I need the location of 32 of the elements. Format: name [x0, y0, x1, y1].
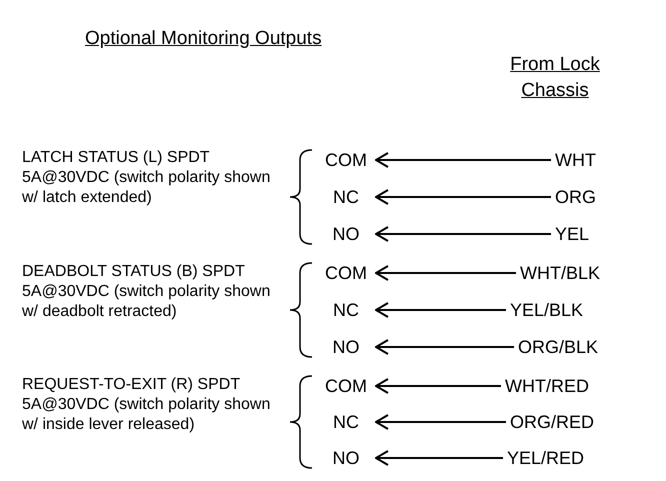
wire-color-label: YEL	[555, 223, 590, 245]
terminal-label: COM	[322, 375, 370, 397]
arrow	[375, 450, 503, 466]
wire-color-label: ORG	[555, 186, 596, 208]
column-heading: From Lock Chassis	[509, 53, 601, 103]
column-heading: Optional Monitoring Outputs	[85, 28, 322, 50]
terminal-label: NO	[322, 223, 370, 245]
arrow	[375, 265, 516, 281]
switch-description: LATCH STATUS (L) SPDT 5A@30VDC (switch polarity shown w/ latch extended)	[22, 148, 272, 208]
switch-description: REQUEST-TO-EXIT (R) SPDT 5A@30VDC (switch polarity shown w/ inside lever released)	[22, 375, 272, 435]
arrow	[375, 339, 514, 355]
terminal-label: NO	[322, 336, 370, 358]
terminal-label: NC	[322, 411, 370, 433]
terminal-label: COM	[322, 262, 370, 284]
terminal-label: NO	[322, 447, 370, 469]
arrow	[375, 414, 506, 430]
arrow	[375, 189, 551, 205]
arrow	[375, 226, 551, 242]
switch-description: DEADBOLT STATUS (B) SPDT 5A@30VDC (switch polarity shown w/ deadbolt retracted)	[22, 262, 272, 322]
wire-color-label: ORG/RED	[510, 411, 594, 433]
wire-color-label: WHT/BLK	[520, 262, 600, 284]
terminal-label: NC	[322, 186, 370, 208]
arrow	[375, 302, 506, 318]
terminal-label: COM	[322, 149, 370, 171]
wire-color-label: YEL/BLK	[510, 299, 584, 321]
terminal-label: NC	[322, 299, 370, 321]
arrow	[375, 378, 501, 394]
wire-color-label: ORG/BLK	[518, 336, 598, 358]
wire-color-label: WHT	[555, 149, 596, 171]
wire-color-label: WHT/RED	[505, 375, 589, 397]
arrow	[375, 152, 551, 168]
wire-color-label: YEL/RED	[507, 447, 584, 469]
